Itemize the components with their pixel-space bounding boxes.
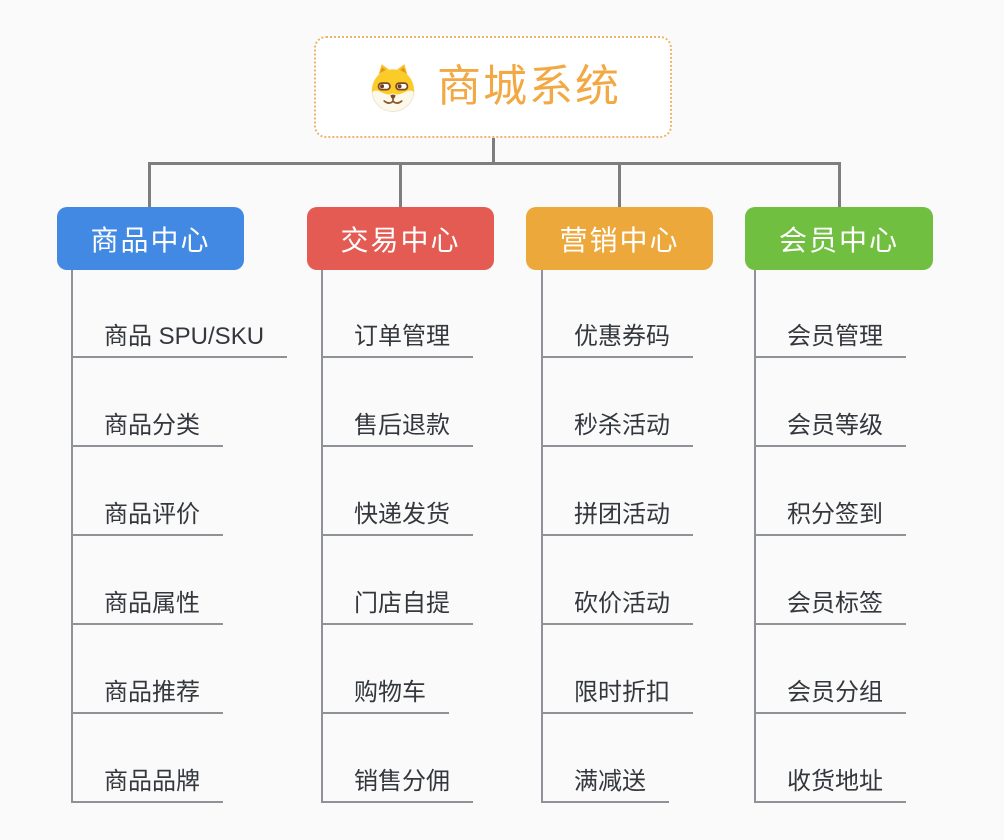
child-topic[interactable]: 会员分组: [754, 674, 906, 714]
child-topic[interactable]: 积分签到: [754, 496, 906, 536]
connector-drop-4: [838, 162, 841, 208]
branch-box-product-center[interactable]: 商品中心: [57, 207, 244, 270]
branch-box-trade-center[interactable]: 交易中心: [307, 207, 494, 270]
child-topic[interactable]: 满减送: [541, 763, 669, 803]
connector-horizontal-rail: [148, 162, 841, 165]
child-topic[interactable]: 商品 SPU/SKU: [71, 318, 288, 358]
connector-drop-1: [148, 162, 151, 208]
branch-label: 交易中心: [340, 224, 461, 256]
branch-box-member-center[interactable]: 会员中心: [745, 207, 933, 270]
child-topic[interactable]: 销售分佣: [321, 763, 473, 803]
child-topic[interactable]: 门店自提: [321, 585, 473, 625]
child-topic[interactable]: 快递发货: [321, 496, 473, 536]
connector-root-stem: [492, 138, 495, 165]
root-title: 商城系统: [437, 62, 621, 111]
child-topic[interactable]: 收货地址: [754, 763, 906, 803]
child-topic[interactable]: 优惠券码: [541, 318, 693, 358]
branch-label: 会员中心: [778, 224, 899, 256]
child-topic[interactable]: 会员标签: [754, 585, 906, 625]
child-topic[interactable]: 秒杀活动: [541, 407, 693, 447]
child-topic[interactable]: 商品评价: [71, 496, 223, 536]
child-topic[interactable]: 砍价活动: [541, 585, 693, 625]
root-node[interactable]: 商城系统: [314, 36, 672, 138]
child-topic[interactable]: 商品品牌: [71, 763, 223, 803]
branch-label: 营销中心: [559, 224, 680, 256]
child-topic[interactable]: 拼团活动: [541, 496, 693, 536]
child-topic[interactable]: 订单管理: [321, 318, 473, 358]
branch-label: 商品中心: [90, 224, 211, 256]
branch-box-marketing-center[interactable]: 营销中心: [526, 207, 713, 270]
child-topic[interactable]: 购物车: [321, 674, 449, 714]
child-topic[interactable]: 会员等级: [754, 407, 906, 447]
child-topic[interactable]: 商品属性: [71, 585, 223, 625]
child-topic[interactable]: 商品推荐: [71, 674, 223, 714]
connector-drop-2: [399, 162, 402, 208]
child-topic[interactable]: 限时折扣: [541, 674, 693, 714]
connector-drop-3: [618, 162, 621, 208]
child-topic[interactable]: 售后退款: [321, 407, 473, 447]
child-topic[interactable]: 会员管理: [754, 318, 906, 358]
dog-face-icon: [371, 64, 415, 112]
child-topic[interactable]: 商品分类: [71, 407, 223, 447]
